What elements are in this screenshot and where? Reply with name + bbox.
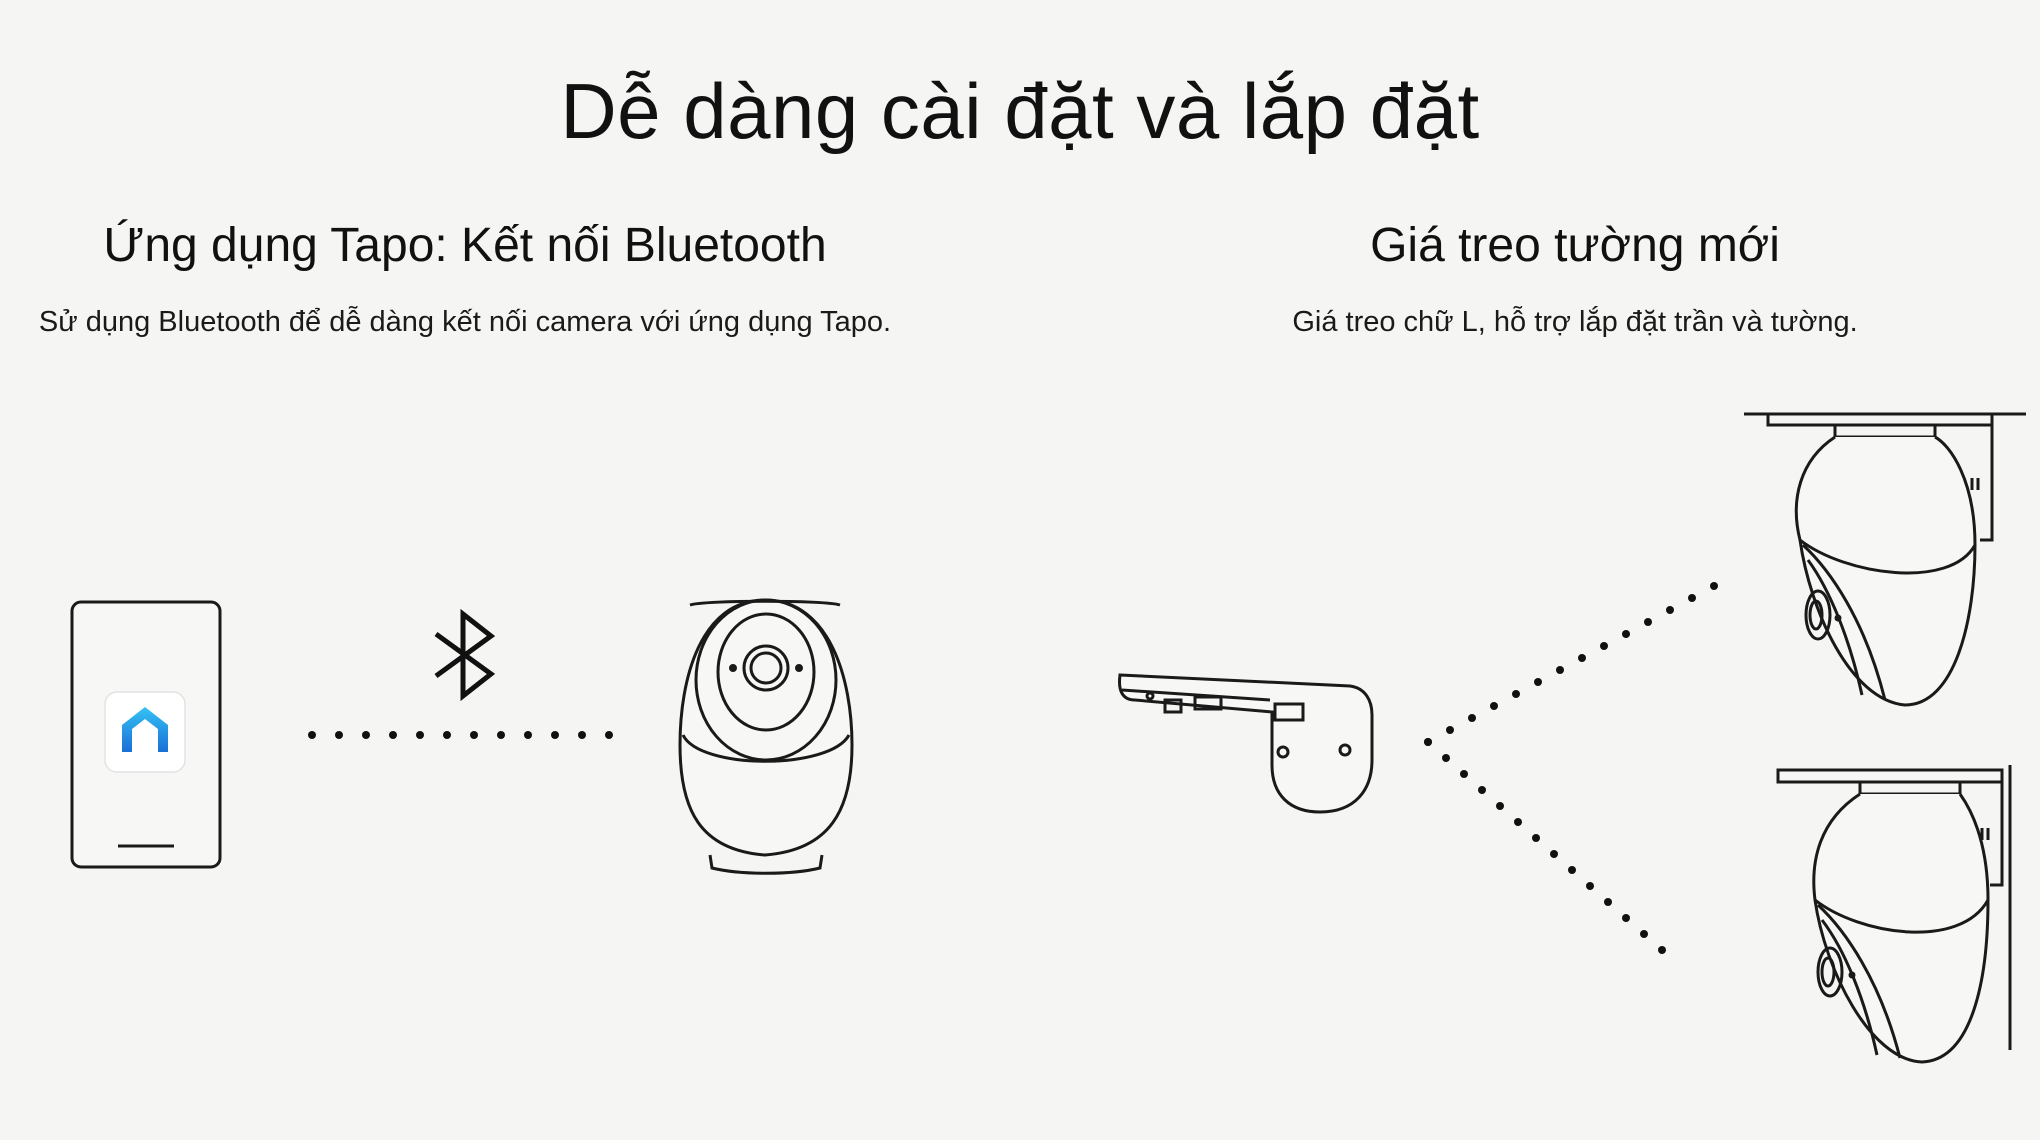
bracket-connection-dots xyxy=(1424,582,1718,954)
tapo-app-icon xyxy=(104,691,186,773)
bracket-section-title: Giá treo tường mới xyxy=(1370,219,1780,272)
bracket-section-description: Giá treo chữ L, hỗ trợ lắp đặt trần và t… xyxy=(1292,306,1858,338)
bluetooth-section-title: Ứng dụng Tapo: Kết nối Bluetooth xyxy=(103,219,827,272)
page-title: Dễ dàng cài đặt và lắp đặt xyxy=(560,67,1480,155)
connection-dots xyxy=(308,731,613,739)
bluetooth-icon xyxy=(434,608,496,702)
camera-icon xyxy=(678,598,854,875)
wall-mounted-camera-icon xyxy=(1776,765,2012,1064)
ceiling-mounted-camera-icon xyxy=(1744,412,2026,707)
bluetooth-section-description: Sử dụng Bluetooth để dễ dàng kết nối cam… xyxy=(38,306,892,338)
wall-bracket-icon xyxy=(1118,673,1374,814)
